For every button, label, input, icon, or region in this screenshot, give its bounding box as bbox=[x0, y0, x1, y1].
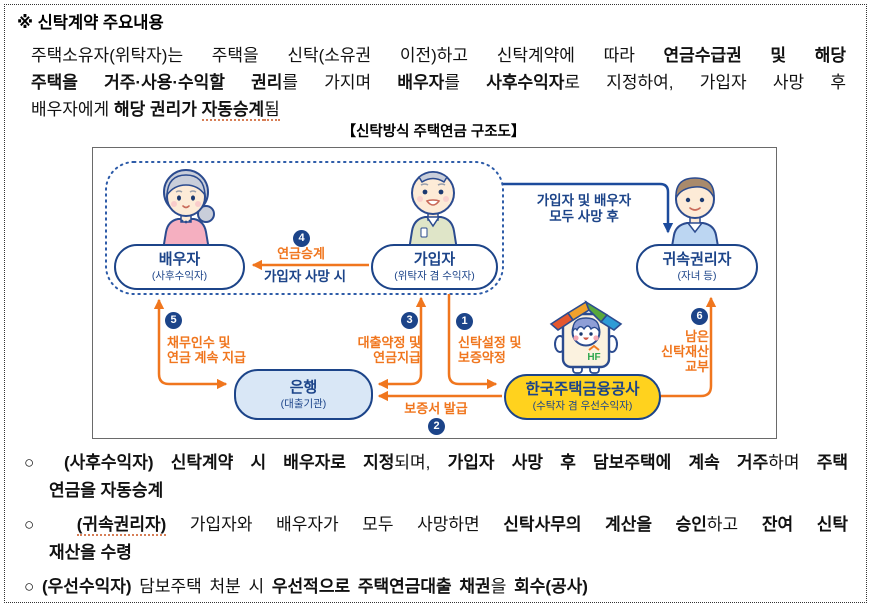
flow-4-sublabel: 가입자 사망 시 bbox=[263, 269, 347, 284]
flow-4-number: 4 bbox=[293, 230, 310, 247]
intro-paragraph: 주택소유자(위탁자)는 주택을 신탁(소유권 이전)하고 신탁계약에 따라 연금… bbox=[31, 42, 846, 123]
intro-line: 주택소유자(위탁자)는 주택을 신탁(소유권 이전)하고 신탁계약에 따라 연금… bbox=[31, 46, 846, 65]
flow-4-label: 연금승계 bbox=[277, 246, 325, 261]
applicant-avatar bbox=[407, 171, 459, 250]
notes-list: ○ (사후수익자) 신탁계약 시 배우자로 지정되며, 가입자 사망 후 담보주… bbox=[16, 449, 848, 607]
page-title: ※ 신탁계약 주요내용 bbox=[17, 14, 164, 32]
node-hf: 한국주택금융공사 (수탁자 겸 우선수익자) bbox=[504, 374, 661, 420]
flow-6-number: 6 bbox=[691, 308, 708, 325]
flow-5-number: 5 bbox=[165, 312, 182, 329]
death-note: 가입자 및 배우자 모두 사망 후 bbox=[536, 193, 632, 224]
intro-line: 주택을 거주·사용·수익할 권리를 가지며 배우자를 사후수익자로 지정하여, … bbox=[31, 73, 846, 92]
hf-mascot-icon: HF bbox=[549, 300, 623, 374]
flow-5-label: 채무인수 및 연금 계속 지급 bbox=[167, 335, 246, 365]
node-heir: 귀속권리자 (자녀 등) bbox=[636, 244, 758, 290]
flow-3-number: 3 bbox=[401, 312, 418, 329]
node-bank: 은행 (대출기관) bbox=[234, 369, 373, 420]
flow-6-label: 남은 신탁재산 교부 bbox=[661, 329, 709, 374]
flow-1-number: 1 bbox=[456, 313, 473, 330]
heir-avatar bbox=[669, 177, 721, 252]
page-border bbox=[4, 4, 867, 603]
hf-logo-text: HF bbox=[587, 352, 600, 363]
flow-2-label: 보증서 발급 bbox=[404, 401, 468, 416]
flow-3-label: 대출약정 및 연금지급 bbox=[357, 335, 421, 365]
flow-2-number: 2 bbox=[428, 418, 445, 435]
diagram-arrows bbox=[105, 161, 717, 402]
node-applicant: 가입자 (위탁자 겸 수익자) bbox=[371, 244, 498, 290]
intro-line: 배우자에게 해당 권리가 자동승계됨 bbox=[31, 100, 280, 121]
note-subsequent-beneficiary: ○ (사후수익자) 신탁계약 시 배우자로 지정되며, 가입자 사망 후 담보주… bbox=[24, 453, 848, 500]
note-priority-beneficiary: ○ (우선수익자) 담보주택 처분 시 우선적으로 주택연금대출 채권을 회수(… bbox=[24, 577, 588, 596]
note-vested-rights-holder: ○ (귀속권리자) 가입자와 배우자가 모두 사망하면 신탁사무의 계산을 승인… bbox=[24, 515, 848, 562]
spouse-avatar bbox=[161, 169, 215, 250]
flow-1-label: 신탁설정 및 보증약정 bbox=[458, 335, 522, 365]
diagram-caption: 【신탁방식 주택연금 구조도】 bbox=[341, 124, 526, 140]
node-spouse: 배우자 (사후수익자) bbox=[114, 244, 245, 290]
trust-structure-diagram: HF 배우자 (사후수익자) 가입자 (위탁자 겸 수익자) 귀속권리자 (자녀… bbox=[92, 147, 777, 439]
